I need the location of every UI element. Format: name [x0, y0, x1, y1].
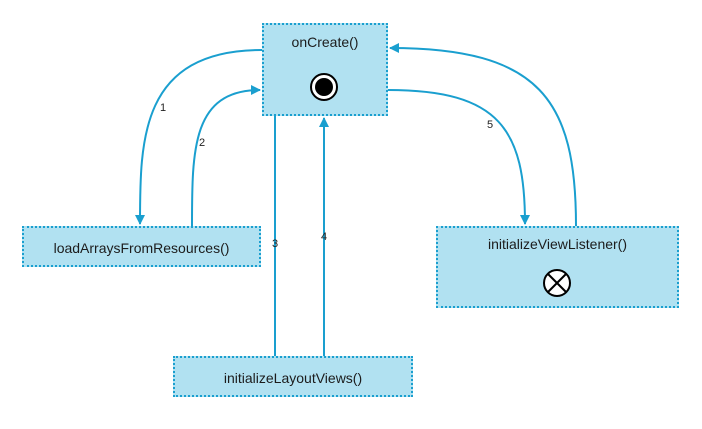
end-state-icon	[543, 269, 571, 297]
node-load-arrays-label: loadArraysFromResources()	[53, 240, 230, 256]
node-load-arrays[interactable]: loadArraysFromResources()	[22, 226, 261, 267]
edge-2-label: 2	[199, 137, 205, 149]
edge-2[interactable]	[191, 85, 261, 227]
edge-6[interactable]	[389, 43, 577, 227]
start-state-icon	[310, 73, 338, 101]
edge-3-label: 3	[272, 238, 278, 250]
edge-1-label: 1	[160, 102, 166, 114]
node-initialize-view-listener-label: initializeViewListener()	[487, 236, 628, 252]
node-initialize-layout-views[interactable]: initializeLayoutViews()	[173, 356, 413, 397]
node-oncreate-label: onCreate()	[291, 34, 359, 50]
edge-1[interactable]	[135, 49, 263, 225]
edge-5[interactable]	[387, 89, 530, 225]
edge-5-label: 5	[487, 119, 493, 131]
node-initialize-layout-views-label: initializeLayoutViews()	[223, 370, 363, 386]
edge-4-label: 4	[321, 231, 327, 243]
